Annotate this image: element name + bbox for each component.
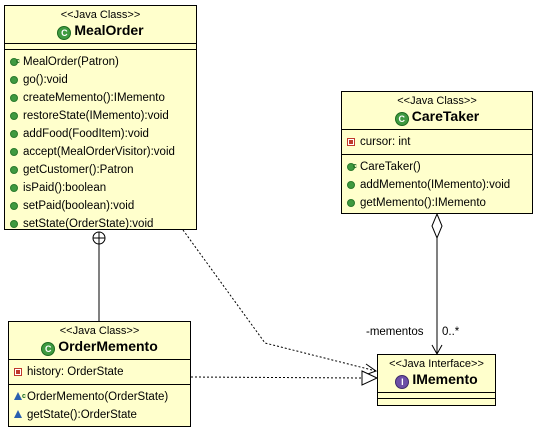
public-method-icon [10,166,18,174]
public-method-icon [10,76,18,84]
class-icon: C [394,112,409,126]
public-method-icon [10,148,18,156]
class-icon: C [41,342,56,356]
method-row[interactable]: isPaid():boolean [9,179,196,197]
fields-section: history: OrderState [9,360,190,385]
method-row[interactable]: OrderMemento(OrderState) [13,388,190,406]
constructor-icon [347,158,357,176]
interface-icon: I [395,375,410,389]
realization-order-memento-imemento [190,376,363,379]
method-row[interactable]: getCustomer():Patron [9,161,196,179]
method-row[interactable]: accept(MealOrderVisitor):void [9,143,196,161]
method-row[interactable]: setState(OrderState):void [9,215,196,233]
public-method-icon [10,94,18,102]
dependency-meal-order-imemento [182,229,377,372]
fields-section [378,393,495,399]
stereotype: <<Java Class>> [397,95,477,107]
protected-constructor-icon [14,388,26,406]
methods-section: CareTaker() addMemento(IMemento):void ge… [342,155,532,215]
aggregation-diamond [431,212,443,240]
stereotype: <<Java Class>> [60,9,141,21]
public-method-icon [347,199,355,207]
multiplicity-label: 0..* [442,326,460,338]
methods-section: OrderMemento(OrderState) getState():Orde… [9,385,190,427]
field-row[interactable]: history: OrderState [13,363,190,381]
public-method-icon [10,112,18,120]
method-row[interactable]: go():void [9,71,196,89]
method-row[interactable]: MealOrder(Patron) [9,53,196,71]
fields-section [5,44,196,50]
protected-method-icon [14,410,22,418]
method-row[interactable]: getMemento():IMemento [346,194,532,212]
method-row[interactable]: setPaid(boolean):void [9,197,196,215]
stereotype: <<Java Interface>> [389,358,484,370]
role-label: -mementos [366,326,424,338]
method-row[interactable]: createMemento():IMemento [9,89,196,107]
constructor-icon [10,53,20,71]
class-icon: C [57,26,72,40]
public-method-icon [10,202,18,210]
method-row[interactable]: addMemento(IMemento):void [346,176,532,194]
public-method-icon [10,220,18,228]
fields-section: cursor: int [342,130,532,155]
methods-section: MealOrder(Patron) go():void createMement… [5,50,196,236]
private-field-icon [14,368,22,376]
private-field-icon [347,138,355,146]
field-row[interactable]: cursor: int [346,133,532,151]
stereotype: <<Java Class>> [59,325,140,337]
method-row[interactable]: addFood(FoodItem):void [9,125,196,143]
public-method-icon [10,184,18,192]
method-row[interactable]: getState():OrderState [13,406,190,424]
method-row[interactable]: restoreState(IMemento):void [9,107,196,125]
public-method-icon [347,181,355,189]
method-row[interactable]: CareTaker() [346,158,532,176]
public-method-icon [10,130,18,138]
